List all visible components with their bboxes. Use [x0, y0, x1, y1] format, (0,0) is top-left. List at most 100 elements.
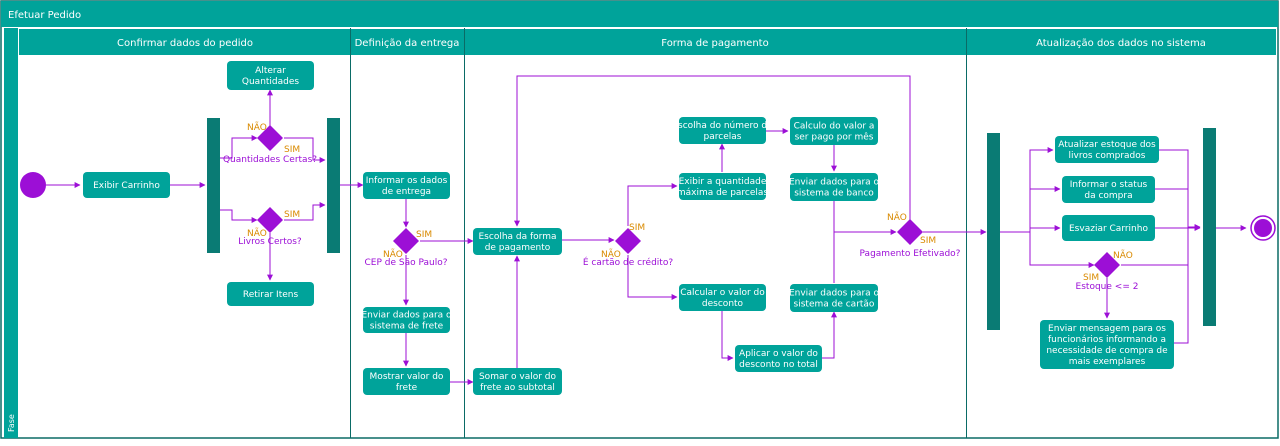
decision-label: Pagamento Efetivado?: [860, 249, 961, 259]
lane-header-atualizacao: [967, 29, 1276, 55]
activity-box: [227, 282, 314, 306]
branch-label-no: NÃO: [383, 249, 403, 260]
activity-label: Aplicar o valor do: [739, 349, 818, 359]
decision-pagamento-efetivado: Pagamento Efetivado?: [860, 219, 961, 259]
flow-edge: [1029, 232, 1095, 268]
activity-label: sistema de cartão: [794, 300, 875, 310]
decision-diamond: [615, 228, 641, 254]
activity-label: Exibir a quantidade: [679, 177, 767, 187]
activity-label: Calcular o valor do: [680, 288, 765, 298]
activity-label: Mostrar valor do: [370, 372, 444, 382]
flow-edges: [46, 75, 1247, 385]
decision-label: Livros Certos?: [238, 237, 302, 247]
flow-edge: [1174, 265, 1189, 344]
activity-label: Alterar: [255, 66, 286, 76]
decision-label: CEP de São Paulo?: [365, 258, 448, 268]
activity-label: Escolha do número de: [672, 121, 773, 131]
decision-label: Estoque <= 2: [1076, 282, 1139, 292]
decision-label: Quantidades Certas?: [223, 155, 317, 165]
activity-esvaziar-carrinho: Esvaziar Carrinho: [1062, 215, 1155, 241]
activity-label: Exibir Carrinho: [93, 181, 160, 191]
activity-label: Atualizar estoque dos: [1058, 140, 1156, 150]
flow-edge: [220, 209, 258, 223]
activity-label: de entrega: [382, 187, 431, 197]
activity-label: sistema de frete: [370, 322, 444, 332]
activity-label: Somar o valor do: [479, 372, 557, 382]
activity-label: desconto no total: [739, 360, 818, 370]
end-node: [1250, 215, 1276, 241]
lane-header-confirmar: [19, 29, 350, 55]
activity-exibir-carrinho: Exibir Carrinho: [83, 172, 170, 198]
join-bar: [327, 118, 340, 253]
activity-label: parcelas: [704, 132, 742, 142]
lane-header-pagamento: [465, 29, 966, 55]
decision-diamond: [393, 228, 419, 254]
lane-label: Confirmar dados do pedido: [117, 38, 253, 49]
join-bar: [1203, 128, 1216, 326]
fork-bar: [207, 118, 220, 253]
activity-box: [735, 345, 822, 372]
activity-label: Informar o status: [1070, 180, 1148, 190]
flow-edge: [627, 255, 678, 300]
branch-label-no: NÃO: [601, 249, 621, 260]
activity-label: frete: [396, 383, 418, 393]
decision-diamond: [257, 207, 283, 233]
flow-edge: [1000, 147, 1054, 233]
decision-diamond: [257, 125, 283, 151]
activity-layer: Exibir CarrinhoAlterarQuantidadesRetirar…: [83, 61, 1174, 395]
activity-box: [227, 61, 314, 90]
fork-bar: [987, 133, 1000, 330]
activity-label: Enviar dados para o: [789, 178, 880, 188]
flow-edge: [822, 311, 837, 359]
activity-label: ser pago por mês: [795, 132, 874, 143]
activity-box: [679, 117, 766, 144]
lane-label: Definição da entrega: [355, 38, 460, 49]
branch-label-no: NÃO: [1113, 250, 1133, 261]
activity-box: [83, 172, 170, 198]
activity-label: Calculo do valor a: [794, 122, 875, 132]
branch-label-no: NÃO: [887, 212, 907, 223]
activity-box: [790, 117, 878, 145]
flow-edge: [721, 311, 734, 361]
branch-label-yes: SIM: [284, 145, 300, 155]
phase-label: Fase: [7, 414, 16, 432]
flow-edge: [627, 183, 678, 226]
activity-label: Esvaziar Carrinho: [1069, 224, 1148, 234]
branch-label-yes: SIM: [1083, 273, 1099, 283]
activity-label: necessidade de compra de: [1046, 346, 1168, 356]
decision-cep-sao-paulo: CEP de São Paulo?: [365, 228, 448, 268]
branch-label-yes: SIM: [629, 223, 645, 233]
activity-label: Informar os dados: [366, 176, 448, 186]
decision-estoque: Estoque <= 2: [1076, 252, 1139, 292]
lane-header-entrega: [351, 29, 464, 55]
phase-strip: [4, 28, 18, 438]
activity-label: desconto: [702, 299, 744, 309]
activity-label: Enviar dados para o: [789, 289, 880, 299]
activity-box: [473, 228, 562, 255]
decision-cartao-credito: É cartão de crédito?: [583, 228, 673, 268]
activity-label: frete ao subtotal: [480, 383, 555, 393]
flow-edge: [220, 135, 258, 159]
branch-label-no: NÃO: [247, 122, 267, 133]
activity-box: [679, 284, 766, 311]
decision-livros-certos: Livros Certos?: [238, 207, 302, 247]
activity-label: da compra: [1084, 191, 1132, 201]
activity-label: Enviar dados para o: [361, 311, 452, 321]
activity-label: Quantidades: [242, 77, 300, 87]
activity-box: [1040, 320, 1174, 369]
branch-label-no: NÃO: [247, 228, 267, 239]
activity-label: Escolha da forma: [479, 232, 557, 242]
activity-box: [363, 368, 450, 395]
start-node: [20, 172, 46, 198]
